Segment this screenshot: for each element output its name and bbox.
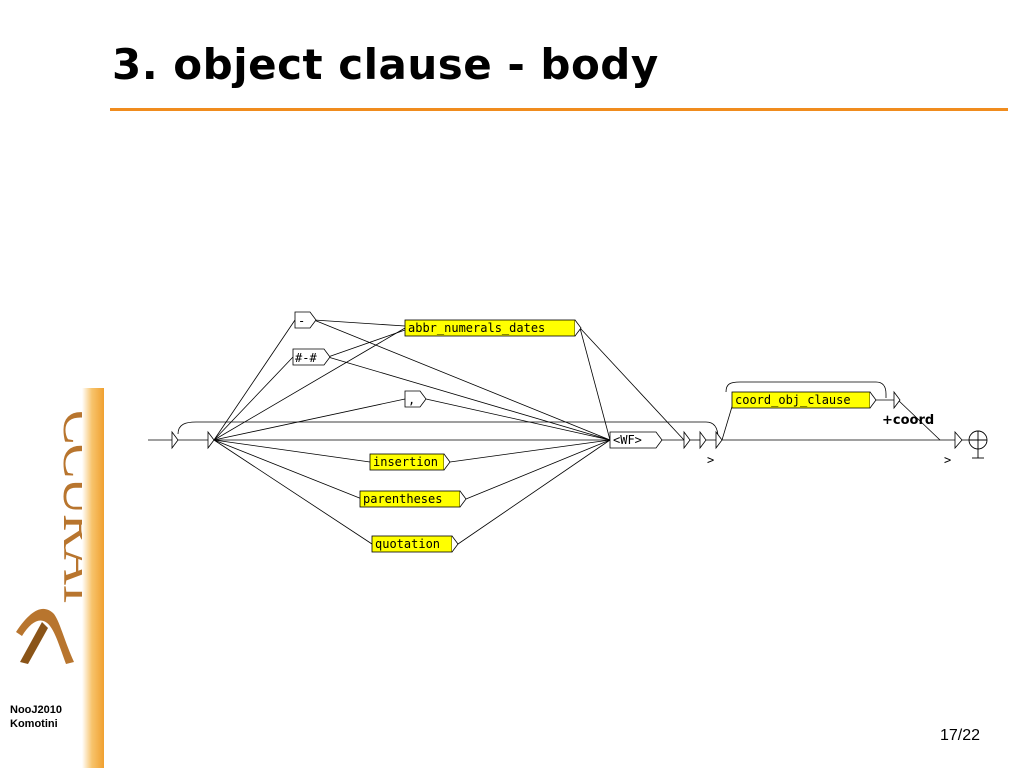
logo-lambda-leg	[20, 622, 48, 664]
footer-line-2: Komotini	[10, 718, 58, 730]
node-quotation-label: quotation	[375, 537, 440, 551]
final-state-icon	[968, 430, 988, 459]
node-parentheses-label: parentheses	[363, 492, 442, 506]
node-dash[interactable]: -	[294, 311, 317, 329]
logo-text: CCURAT	[52, 410, 82, 609]
node-wf[interactable]: <WF>	[609, 431, 663, 449]
node-abbr-numerals-dates[interactable]: abbr_numerals_dates	[404, 319, 582, 337]
node-quotation[interactable]: quotation	[371, 535, 459, 553]
output-close-1: >	[707, 453, 714, 467]
node-abbr-label: abbr_numerals_dates	[408, 321, 545, 335]
node-comma[interactable]: ,	[404, 390, 427, 408]
accurat-logo: CCURAT	[16, 410, 82, 664]
slide-title: 3. object clause - body	[112, 40, 659, 89]
node-coord-obj-clause[interactable]: coord_obj_clause	[731, 391, 877, 409]
logo-lambda-mark	[16, 608, 74, 664]
node-parentheses[interactable]: parentheses	[359, 490, 467, 508]
node-hash-dash-hash[interactable]: #-#	[292, 348, 331, 366]
node-coord-label: coord_obj_clause	[735, 393, 851, 407]
node-insertion-label: insertion	[373, 455, 438, 469]
footer-conference: NooJ2010 Komotini	[10, 703, 62, 731]
sidebar-gradient-bar	[82, 388, 104, 768]
node-wf-label: <WF>	[613, 433, 642, 447]
output-close-2: >	[944, 453, 951, 467]
page-number: 17/22	[940, 727, 981, 744]
node-dash-label: -	[298, 314, 305, 328]
title-underline	[110, 108, 1008, 111]
node-hash-dash-hash-label: #-#	[295, 351, 317, 365]
node-insertion[interactable]: insertion	[369, 453, 451, 471]
footer-line-1: NooJ2010	[10, 704, 62, 716]
output-coord: +coord	[882, 413, 934, 428]
graph-edges	[148, 319, 970, 545]
connector-triangles	[171, 390, 963, 450]
node-comma-label: ,	[408, 393, 415, 407]
